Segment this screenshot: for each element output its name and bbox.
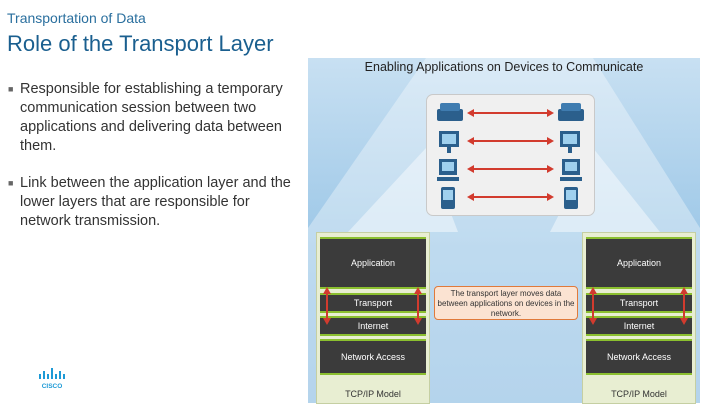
device-panel (426, 94, 595, 216)
layer-transport: Transport (586, 293, 692, 313)
bullet-marker: ■ (8, 84, 14, 94)
bullet-text: Link between the application layer and t… (20, 175, 291, 229)
tcpip-stack-left: Application Transport Internet Network A… (316, 232, 430, 404)
device-icons (437, 103, 584, 209)
pda-icon (564, 187, 578, 209)
svg-text:CISCO: CISCO (42, 383, 63, 390)
desktop-computer-icon (439, 131, 459, 153)
layer-application: Application (586, 237, 692, 289)
layer-network-access: Network Access (586, 339, 692, 375)
cisco-logo: CISCO (39, 368, 65, 390)
page-title: Role of the Transport Layer (7, 31, 274, 56)
pda-icon (441, 187, 455, 209)
device-arrows (467, 109, 554, 201)
page-subtitle: Transportation of Data (7, 10, 146, 26)
transport-callout: The transport layer moves data between a… (434, 286, 578, 320)
layer-network-access: Network Access (320, 339, 426, 375)
bullet-item: ■ Link between the application layer and… (8, 174, 300, 231)
diagram-title: Enabling Applications on Devices to Comm… (364, 60, 644, 74)
ip-phone-icon (437, 103, 463, 121)
diagram-panel: Enabling Applications on Devices to Comm… (308, 58, 700, 404)
bullet-item: ■ Responsible for establishing a tempora… (8, 80, 300, 156)
bullet-marker: ■ (8, 178, 14, 188)
pc-tower-icon (560, 159, 582, 181)
layer-transport: Transport (320, 293, 426, 313)
tcpip-stack-right: Application Transport Internet Network A… (582, 232, 696, 404)
bullet-text: Responsible for establishing a temporary… (20, 81, 283, 154)
model-label: TCP/IP Model (611, 389, 667, 399)
ip-phone-icon (558, 103, 584, 121)
pc-tower-icon (437, 159, 459, 181)
layer-internet: Internet (586, 316, 692, 336)
layer-internet: Internet (320, 316, 426, 336)
desktop-computer-icon (560, 131, 580, 153)
bullet-list: ■ Responsible for establishing a tempora… (8, 80, 300, 249)
model-label: TCP/IP Model (345, 389, 401, 399)
layer-application: Application (320, 237, 426, 289)
